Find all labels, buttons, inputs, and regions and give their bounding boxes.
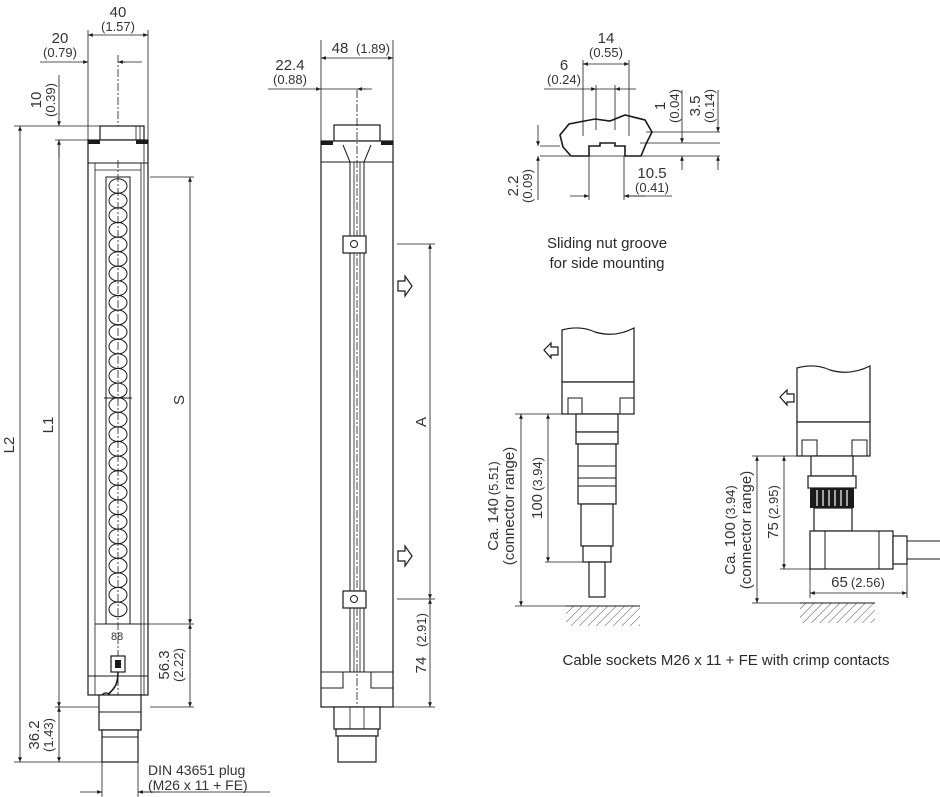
plug-label-line1: DIN 43651 plug xyxy=(148,762,245,778)
l1-label: L1 xyxy=(40,417,57,434)
side-offset-in-label: (0.88) xyxy=(273,72,307,87)
straight-cable xyxy=(588,561,606,598)
front-view: 88 xyxy=(1,4,270,797)
side-offset-mm-label: 22.4 xyxy=(275,57,304,74)
angled-range-label: Ca. 100(3.94) xyxy=(722,485,739,575)
sliding-nut-top xyxy=(342,235,367,254)
groove-outer-mm-label: 14 xyxy=(598,30,615,47)
straight-length-label: 100(3.94) xyxy=(529,457,546,519)
groove-outer-in-label: (0.55) xyxy=(589,45,623,60)
groove-detail: 14 (0.55) 6 (0.24) 1 (0.04) 3.5 (0.14) 2… xyxy=(505,30,720,272)
led-element xyxy=(108,601,128,618)
top-offset-mm-label: 10 xyxy=(28,92,45,109)
mounting-surface xyxy=(800,603,875,623)
light-direction-arrow-icon xyxy=(397,274,413,298)
groove-height-mm-label: 2.2 xyxy=(505,176,522,197)
knurled-nut xyxy=(810,488,854,508)
groove-depth1-mm-label: 1 xyxy=(652,102,669,110)
groove-slot-mm-label: 10.5 xyxy=(637,165,666,182)
groove-inner-mm-label: 6 xyxy=(560,57,568,74)
width-mm-label: 40 xyxy=(110,4,127,21)
cable-sockets-caption: Cable sockets M26 x 11 + FE with crimp c… xyxy=(563,652,890,669)
angled-length-label: 75(2.95) xyxy=(765,485,782,539)
sliding-nut-bottom xyxy=(342,590,367,609)
side-bottom-in-label: (2.91) xyxy=(414,613,429,647)
a-label: A xyxy=(413,417,430,427)
groove-slot-in-label: (0.41) xyxy=(635,180,669,195)
plug-label-line2: (M26 x 11 + FE) xyxy=(148,777,248,793)
groove-depth2-in-label: (0.14) xyxy=(702,89,717,123)
indicator-symbol-icon: 88 xyxy=(111,631,123,643)
angled-connector-body xyxy=(809,530,894,570)
angled-range-note: (connector range) xyxy=(738,471,755,589)
straight-cable-socket: Ca. 140(5.51) (connector range) 100(3.94… xyxy=(485,327,640,626)
groove-caption-line2: for side mounting xyxy=(549,255,664,272)
side-plug xyxy=(337,735,377,763)
top-cap xyxy=(99,125,145,141)
s-label: S xyxy=(171,395,188,405)
l2-label: L2 xyxy=(1,437,18,454)
bottom-mm-label: 56.3 xyxy=(156,650,173,679)
light-direction-arrow-icon xyxy=(779,388,795,407)
half-width-in-label: (0.79) xyxy=(43,45,77,60)
plug-mm-label: 36.2 xyxy=(26,720,43,749)
angled-width-label: 65(2.56) xyxy=(831,574,885,591)
groove-depth1-in-label: (0.04) xyxy=(667,89,682,123)
groove-caption-line1: Sliding nut groove xyxy=(547,235,667,252)
angled-cable-socket: Ca. 100(3.94) (connector range) 75(2.95)… xyxy=(722,365,940,623)
groove-inner-in-label: (0.24) xyxy=(547,72,581,87)
groove-profile xyxy=(559,114,653,157)
top-offset-in-label: (0.39) xyxy=(43,83,58,117)
side-width-in-label: (1.89) xyxy=(356,41,390,56)
plug-in-label: (1.43) xyxy=(41,718,56,752)
light-direction-arrow-icon xyxy=(397,544,413,568)
bottom-in-label: (2.22) xyxy=(171,648,186,682)
straight-range-note: (connector range) xyxy=(501,447,518,565)
groove-depth2-mm-label: 3.5 xyxy=(687,96,704,117)
side-width-mm-label: 48 xyxy=(332,40,349,57)
light-direction-arrow-icon xyxy=(543,341,559,360)
straight-range-label: Ca. 140(5.51) xyxy=(485,461,502,551)
width-in-label: (1.57) xyxy=(101,19,135,34)
straight-connector-body xyxy=(577,443,617,505)
side-bottom-mm-label: 74 xyxy=(413,657,430,674)
din-plug xyxy=(101,729,139,763)
half-width-mm-label: 20 xyxy=(52,30,69,47)
angled-cable xyxy=(907,540,940,560)
mounting-surface xyxy=(566,606,640,626)
side-view: 48 (1.89) 22.4 (0.88) A 74 (2.91) xyxy=(268,40,435,763)
groove-height-in-label: (0.09) xyxy=(520,169,535,203)
